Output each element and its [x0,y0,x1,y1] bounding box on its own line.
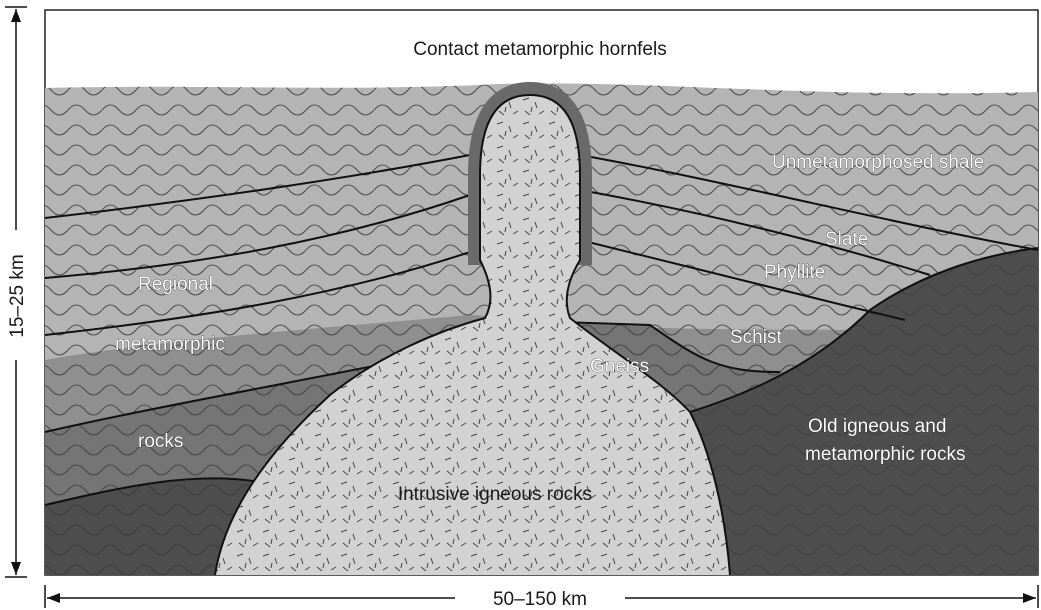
label-schist: Schist [730,327,782,348]
label-phyllite: Phyllite [764,262,825,283]
label-old-igneous-line1: Old igneous and [808,416,946,437]
width-dimension: 50–150 km [45,585,1038,610]
label-regional: Regional [138,274,213,295]
width-label: 50–150 km [493,589,587,610]
label-unmetamorphosed-shale: Unmetamorphosed shale [772,152,984,173]
label-gneiss: Gneiss [590,356,649,377]
label-slate: Slate [825,229,868,250]
label-intrusive-igneous: Intrusive igneous rocks [398,484,592,505]
height-label: 15–25 km [7,254,28,337]
height-dimension: 15–25 km [5,7,28,577]
label-contact-hornfels: Contact metamorphic hornfels [413,39,666,60]
label-metamorphic: metamorphic [115,334,225,355]
label-old-igneous-line2: metamorphic rocks [805,444,966,465]
label-rocks: rocks [138,431,183,452]
